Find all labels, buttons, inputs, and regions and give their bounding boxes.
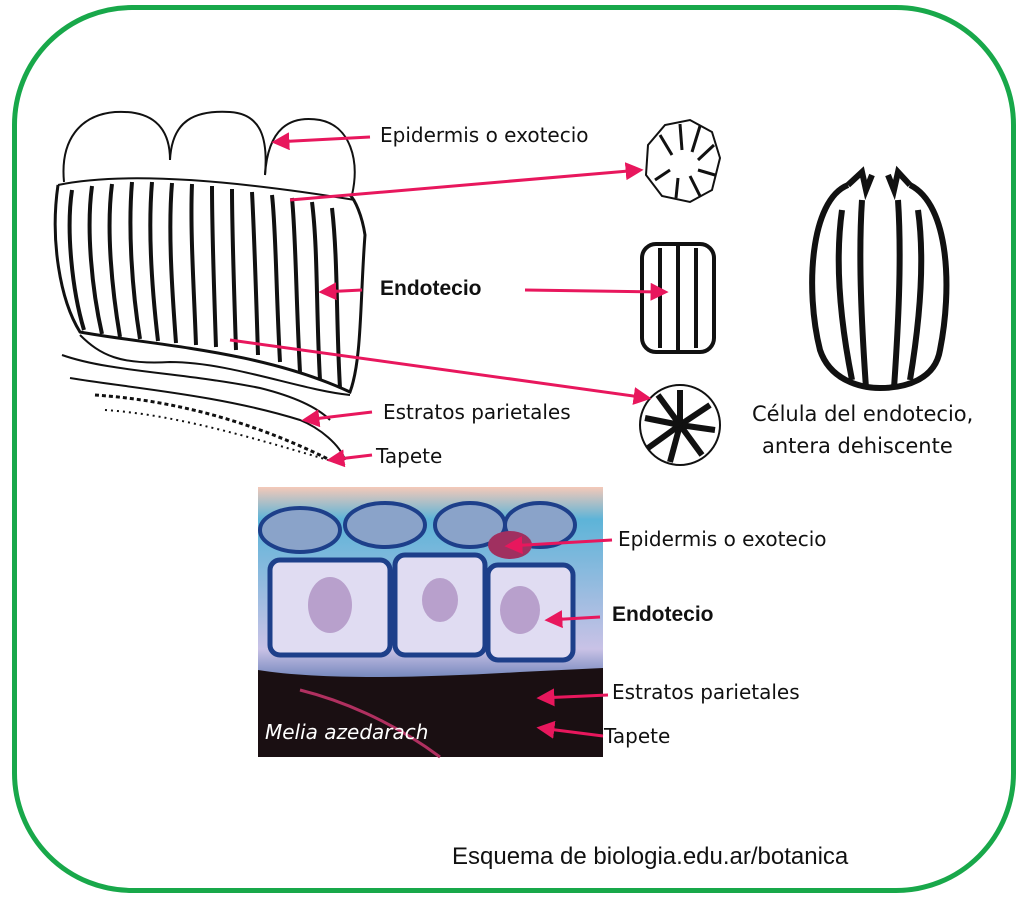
label-tapete: Tapete [376,444,442,468]
dehiscent-endothecium-cell [812,172,946,388]
photo-label-endotecio: Endotecio [612,603,714,627]
cell-caption-line2: antera dehiscente [752,430,973,462]
wall-section-drawing [55,112,365,465]
photo-label-tapete: Tapete [604,724,670,748]
micrograph-photo [258,487,603,757]
photo-label-epidermis: Epidermis o exotecio [618,527,827,551]
species-name: Melia azedarach [265,720,428,744]
label-endotecio: Endotecio [380,277,482,301]
cell-caption: Célula del endotecio, antera dehiscente [752,398,973,462]
photo-label-estratos: Estratos parietales [612,680,800,704]
label-epidermis: Epidermis o exotecio [380,123,589,147]
label-estratos-parietales: Estratos parietales [383,400,571,424]
endothecium-cell-top-view [646,120,720,202]
cell-caption-line1: Célula del endotecio, [752,398,973,430]
endothecium-cell-side-view [642,244,714,352]
credit-text: Esquema de biologia.edu.ar/botanica [452,843,848,871]
endothecium-cell-base-view [640,385,720,465]
